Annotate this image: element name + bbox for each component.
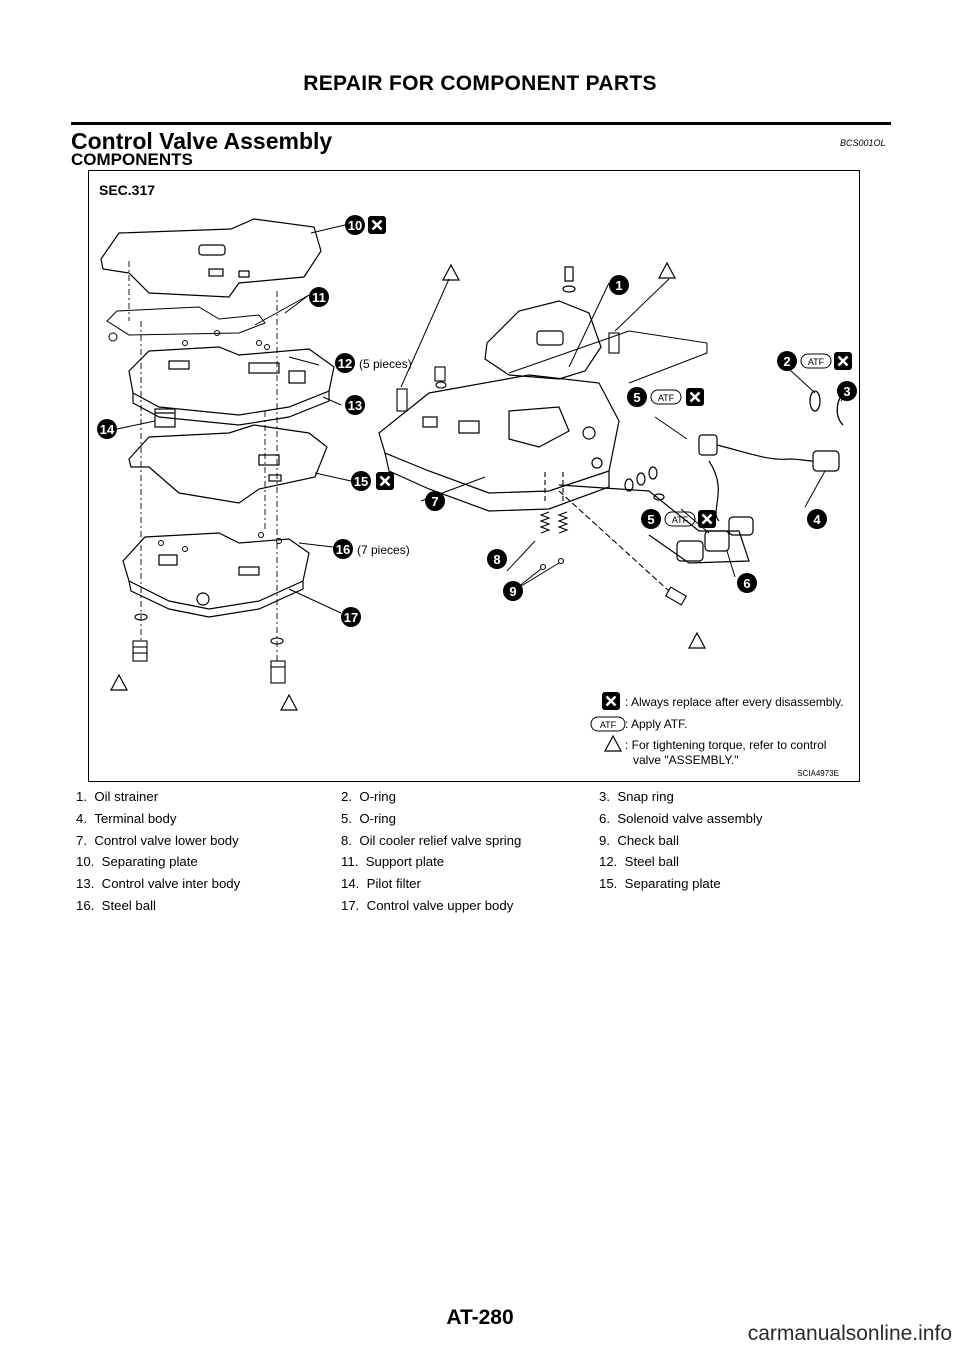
callout-7: 7 [431, 494, 438, 509]
atf-badge-legend [590, 716, 626, 732]
document-code: BCS001OL [840, 138, 886, 148]
figure-code: SCIA4973E [797, 769, 839, 778]
bolts-right [396, 332, 620, 412]
steel-balls-left [158, 330, 282, 552]
parts-row: 1. Oil strainer 2. O-ring 3. Snap ring [71, 786, 891, 808]
part-item: 4. Terminal body [76, 811, 177, 827]
solenoid-valve-assembly [558, 434, 790, 564]
note-5-pieces: (5 pieces) [359, 357, 412, 371]
exploded-view-drawing: SEC.317 [97, 182, 857, 778]
long-bolt [558, 490, 688, 606]
parts-row: 13. Control valve inter body 14. Pilot f… [71, 873, 891, 895]
part-item: 12. Steel ball [599, 854, 679, 870]
parts-row: 10. Separating plate 11. Support plate 1… [71, 851, 891, 873]
control-valve-inter-body [128, 346, 335, 426]
pilot-filter [154, 408, 176, 428]
legend-torque-text-2: valve "ASSEMBLY." [633, 753, 738, 767]
parts-row: 7. Control valve lower body 8. Oil coole… [71, 829, 891, 851]
callout-3: 3 [843, 384, 850, 399]
leader-lines [116, 224, 846, 614]
callout-10: 10 [348, 218, 362, 233]
callout-2: 2 [783, 354, 790, 369]
part-item: 13. Control valve inter body [76, 876, 241, 892]
atf-badge: ATF [658, 393, 675, 403]
control-valve-upper-body [122, 532, 310, 618]
callout-14: 14 [100, 422, 115, 437]
alignment-guide-lines [128, 261, 278, 661]
part-item: 10. Separating plate [76, 854, 198, 870]
note-7-pieces: (7 pieces) [357, 543, 410, 557]
x-square-icon [832, 350, 854, 372]
callout-8: 8 [493, 552, 500, 567]
callout-12: 12 [338, 356, 352, 371]
triangle-icon [604, 735, 622, 752]
callout-9: 9 [509, 584, 516, 599]
support-plate [106, 306, 266, 342]
atf-badge: ATF [600, 720, 617, 730]
part-item: 17. Control valve upper body [341, 897, 514, 913]
part-item: 8. Oil cooler relief valve spring [341, 832, 522, 848]
part-item: 6. Solenoid valve assembly [599, 811, 763, 827]
callout-4: 4 [813, 512, 821, 527]
separating-plate-lower [128, 424, 328, 504]
page-number: AT-280 [446, 1306, 514, 1329]
component-diagram: SEC.317 [88, 170, 860, 782]
x-square-icon [600, 690, 622, 712]
part-item: 5. O-ring [341, 811, 396, 827]
legend-torque-text: : For tightening torque, refer to contro… [625, 738, 826, 752]
part-item: 3. Snap ring [599, 789, 674, 805]
callout-16: 16 [336, 542, 350, 557]
subsection-title: COMPONENTS [71, 150, 193, 169]
part-item: 15. Separating plate [599, 876, 721, 892]
part-item: 11. Support plate [341, 854, 445, 870]
callout-1: 1 [615, 278, 622, 293]
x-square-icon [696, 508, 718, 530]
part-item: 1. Oil strainer [76, 789, 159, 805]
part-item: 14. Pilot filter [341, 876, 421, 892]
callout-17: 17 [344, 610, 358, 625]
callout-13: 13 [348, 398, 362, 413]
o-ring [809, 390, 821, 412]
legend: : Always replace after every disassembly… [590, 690, 844, 767]
section-number-label: SEC.317 [99, 182, 155, 198]
x-square-icon [366, 214, 388, 236]
callout-5-upper: 5 [633, 390, 640, 405]
callout-6: 6 [743, 576, 750, 591]
x-square-icon [684, 386, 706, 408]
section-title: Control Valve Assembly [71, 128, 333, 154]
page-header-title: REPAIR FOR COMPONENT PARTS [303, 72, 657, 95]
watermark[interactable]: carmanualsonline.info [747, 1322, 952, 1345]
terminal-body [788, 450, 840, 472]
atf-badge: ATF [672, 515, 689, 525]
oil-strainer [484, 266, 602, 380]
part-item: 2. O-ring [341, 789, 396, 805]
separating-plate-right [508, 330, 708, 384]
parts-row: 4. Terminal body 5. O-ring 6. Solenoid v… [71, 808, 891, 830]
parts-list: 1. Oil strainer 2. O-ring 3. Snap ring 4… [71, 786, 891, 916]
callout-5-lower: 5 [647, 512, 654, 527]
control-valve-lower-body [378, 374, 620, 512]
callout-labels: 10 11 12 (5 pieces) 13 14 15 16 (7 piece… [97, 214, 857, 627]
part-item: 7. Control valve lower body [76, 832, 239, 848]
separating-plate-top [100, 218, 322, 298]
callout-15: 15 [354, 474, 368, 489]
legend-apply-text: : Apply ATF. [625, 717, 687, 731]
part-item: 16. Steel ball [76, 897, 156, 913]
relief-valve-springs [539, 471, 569, 571]
callout-11: 11 [312, 290, 326, 305]
legend-replace-text: : Always replace after every disassembly… [625, 695, 844, 709]
x-square-icon [374, 470, 396, 492]
header-rule [71, 122, 891, 125]
atf-badge: ATF [808, 357, 825, 367]
bolt-left [132, 613, 286, 684]
part-item: 9. Check ball [599, 832, 679, 848]
parts-row: 16. Steel ball 17. Control valve upper b… [71, 894, 891, 916]
